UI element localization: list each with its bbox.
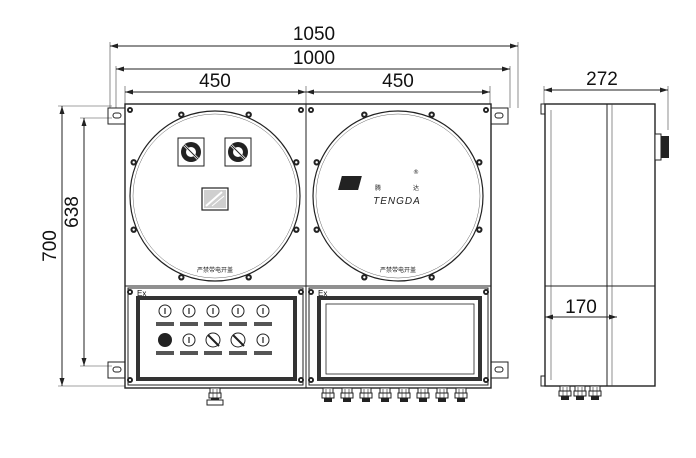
cable-gland-icon: [454, 387, 468, 402]
bolt-icon: [178, 111, 185, 118]
label-plate: [229, 322, 247, 326]
right-round-cover: [312, 110, 484, 282]
label-plate: [180, 351, 198, 355]
cable-gland-icon: [397, 387, 411, 402]
dimension-depth-total-label: 272: [586, 69, 618, 90]
lower-left-panel: Ex: [127, 287, 304, 386]
selector-switch-1[interactable]: [205, 332, 221, 348]
cable-gland-icon: [359, 387, 373, 402]
lower-right-panel: Ex: [308, 287, 489, 386]
side-rotary-knob: [661, 136, 669, 158]
bolt-icon: [293, 226, 300, 233]
bolt-icon: [245, 274, 252, 281]
brand-name-en: TENGDA: [373, 196, 421, 207]
bolt-icon: [130, 226, 137, 233]
side-cable-glands: [558, 385, 602, 400]
indicator-light-icon: [182, 333, 196, 347]
dimension-overall-width-label: 1050: [293, 24, 335, 45]
indicator-light-icon: [182, 304, 196, 318]
label-plate: [180, 322, 198, 326]
registered-mark: ®: [413, 169, 419, 176]
push-button-icon[interactable]: [158, 333, 172, 347]
warning-label-left: 严禁带电开盖: [197, 266, 233, 274]
rotary-switch-right[interactable]: [224, 137, 252, 167]
indicator-light-icon: [231, 304, 245, 318]
dimension-body-width-label: 1000: [293, 48, 335, 69]
bolt-icon: [127, 107, 133, 113]
selector-switch-2[interactable]: [230, 332, 246, 348]
label-plate: [229, 351, 247, 355]
bolt-icon: [245, 111, 252, 118]
bolt-icon: [298, 107, 304, 113]
cable-glands: [206, 387, 468, 406]
cable-gland-icon: [416, 387, 430, 402]
dimension-depth-total: 272: [543, 69, 669, 130]
front-view: 严禁带电开盖 T 腾 达 ® TENGDA 严禁带电开盖 Ex: [107, 103, 509, 406]
cable-gland-icon: [340, 387, 354, 402]
indicator-light-icon: [158, 304, 172, 318]
cable-gland-icon: [558, 385, 572, 400]
bolt-icon: [476, 226, 483, 233]
bolt-icon: [428, 274, 435, 281]
brand-cn-2: 达: [413, 184, 419, 192]
indicator-array: [156, 304, 272, 355]
cable-gland-icon: [378, 387, 392, 402]
label-plate: [156, 351, 174, 355]
bolt-icon: [178, 274, 185, 281]
dimension-depth-body: 170: [545, 297, 617, 320]
label-plate: [156, 322, 174, 326]
ex-mark-right: Ex: [318, 289, 327, 298]
cable-gland-icon: [435, 387, 449, 402]
rotary-switch-left[interactable]: [177, 137, 205, 167]
bolt-icon: [308, 107, 314, 113]
dimension-right-section-label: 450: [382, 71, 414, 92]
dimension-left-section-label: 450: [199, 71, 231, 92]
cable-gland-icon: [321, 387, 335, 402]
dimension-height-inner: 638: [62, 117, 112, 367]
side-view: 272 170: [540, 69, 669, 400]
bolt-icon: [483, 107, 489, 113]
bolt-icon: [313, 159, 320, 166]
warning-label-right: 严禁带电开盖: [380, 266, 416, 274]
dimension-height-inner-label: 638: [62, 196, 83, 228]
dimension-overall-width: 1050: [109, 24, 519, 108]
cable-gland-icon: [588, 385, 602, 400]
bolt-icon: [293, 159, 300, 166]
bolt-icon: [361, 274, 368, 281]
side-enclosure-body: [544, 103, 656, 387]
indicator-light-icon: [256, 333, 270, 347]
bolt-icon: [476, 159, 483, 166]
cable-gland-icon: [573, 385, 587, 400]
label-plate: [204, 322, 222, 326]
dimension-height-outer: 700: [40, 105, 125, 387]
ex-mark-left: Ex: [137, 289, 146, 298]
label-plate: [254, 351, 272, 355]
dimension-height-outer-label: 700: [40, 230, 61, 262]
label-plate: [254, 322, 272, 326]
viewing-window: [201, 187, 229, 211]
label-plate: [204, 351, 222, 355]
dimension-depth-body-label: 170: [565, 297, 597, 318]
bolt-icon: [130, 159, 137, 166]
bolt-icon: [313, 226, 320, 233]
dimension-right-section: 450: [306, 71, 491, 104]
brand-cn-1: 腾: [375, 184, 381, 192]
indicator-light-icon: [256, 304, 270, 318]
bolt-icon: [361, 111, 368, 118]
dimension-body-width: 1000: [115, 48, 511, 108]
brand-logo: T 腾 达 ® TENGDA: [338, 169, 421, 207]
dimension-left-section: 450: [124, 71, 307, 104]
brand-mark-icon: T: [393, 178, 401, 190]
bolt-icon: [428, 111, 435, 118]
indicator-light-icon: [206, 304, 220, 318]
